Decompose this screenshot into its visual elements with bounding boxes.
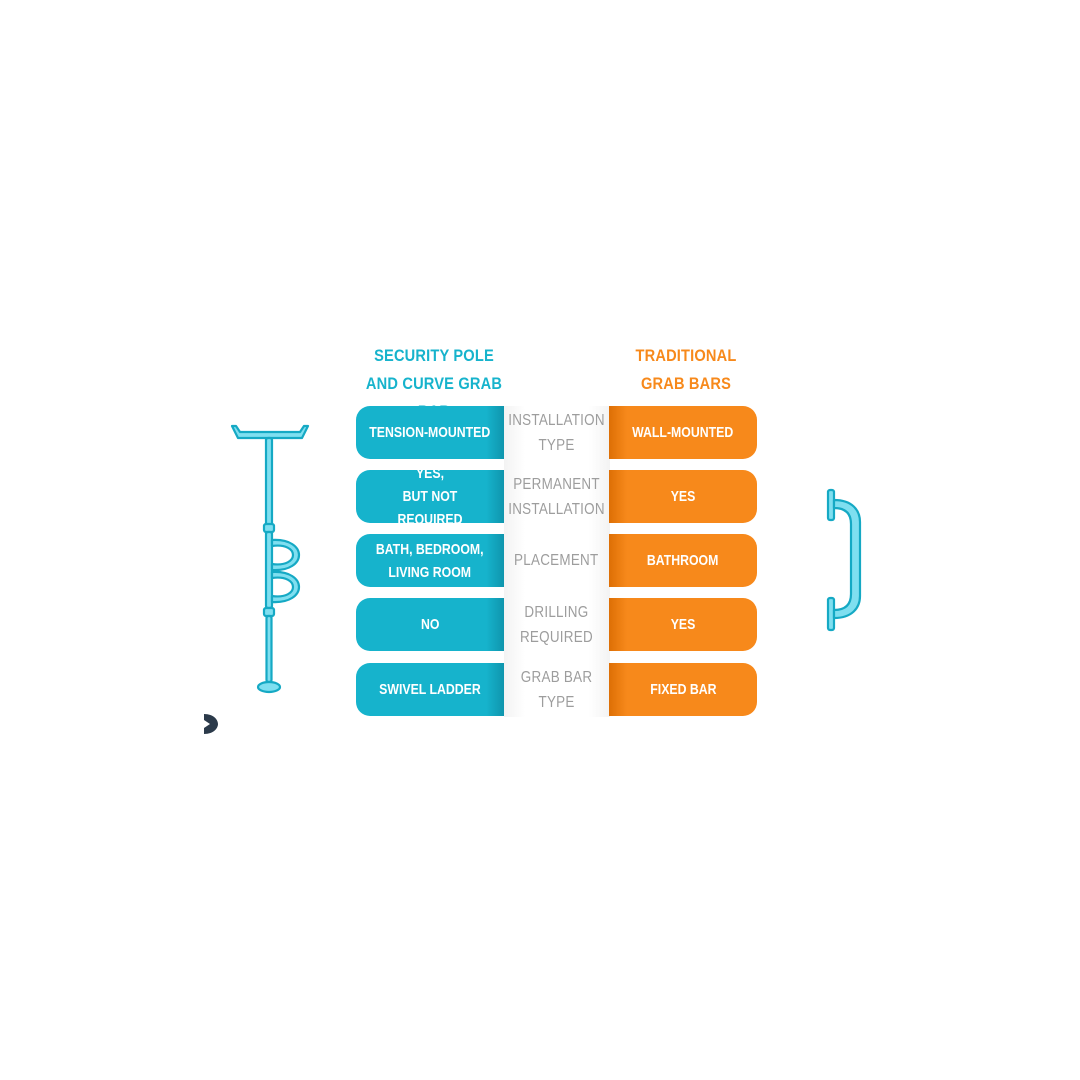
right-column-header: TRADITIONAL GRAB BARS bbox=[635, 346, 737, 393]
security-pole-cell: BATH, BEDROOM, LIVING ROOM bbox=[356, 534, 504, 587]
security-pole-cell: TENSION-MOUNTED bbox=[356, 406, 504, 459]
criteria-divider bbox=[504, 406, 610, 717]
criterion-label: INSTALLATION TYPE bbox=[508, 411, 605, 454]
comparison-row: NO DRILLING REQUIRED YES bbox=[356, 598, 757, 651]
security-pole-icon bbox=[230, 424, 310, 694]
criterion-label: PLACEMENT bbox=[514, 552, 599, 569]
traditional-cell: FIXED BAR bbox=[609, 663, 757, 716]
traditional-cell: YES bbox=[609, 598, 757, 651]
comparison-row: BATH, BEDROOM, LIVING ROOM PLACEMENT BAT… bbox=[356, 534, 757, 587]
traditional-cell: YES bbox=[609, 470, 757, 523]
comparison-row: YES, BUT NOT REQUIRED PERMANENT INSTALLA… bbox=[356, 465, 757, 528]
brand-mark-icon bbox=[204, 714, 218, 734]
security-pole-cell: NO bbox=[356, 598, 504, 651]
traditional-cell: BATHROOM bbox=[609, 534, 757, 587]
traditional-cell: WALL-MOUNTED bbox=[609, 406, 757, 459]
criterion-label: PERMANENT INSTALLATION bbox=[508, 475, 605, 518]
comparison-row: SWIVEL LADDER GRAB BAR TYPE FIXED BAR bbox=[356, 663, 757, 716]
grab-bar-icon bbox=[826, 488, 862, 632]
security-pole-cell: YES, BUT NOT REQUIRED bbox=[356, 465, 504, 528]
criterion-label: DRILLING REQUIRED bbox=[520, 603, 593, 646]
security-pole-cell: SWIVEL LADDER bbox=[356, 663, 504, 716]
criterion-label: GRAB BAR TYPE bbox=[520, 668, 593, 711]
comparison-row: TENSION-MOUNTED INSTALLATION TYPE WALL-M… bbox=[356, 406, 757, 459]
